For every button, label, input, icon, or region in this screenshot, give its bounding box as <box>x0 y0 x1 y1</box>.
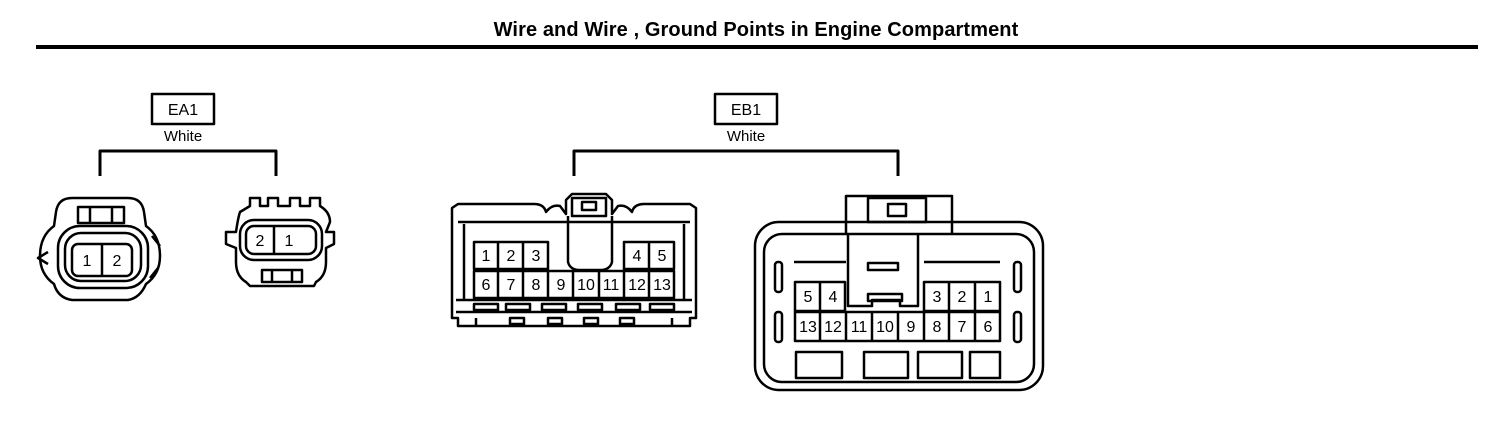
pin-label: 12 <box>628 277 646 294</box>
eb1-female-connector <box>450 192 698 328</box>
pin-label: 1 <box>285 233 294 250</box>
pin-label: 8 <box>532 277 541 294</box>
connector-code-box <box>150 92 216 126</box>
ea1-male-connector <box>224 196 336 288</box>
ea1-female-connector <box>36 196 162 302</box>
pin-label: 6 <box>482 277 491 294</box>
pin-label: 3 <box>933 289 942 306</box>
pin-label: 9 <box>907 319 916 336</box>
pin-label: 4 <box>829 289 838 306</box>
pin-label: 6 <box>984 319 993 336</box>
pin-label: 13 <box>799 319 817 336</box>
connector-code-label: EB1 <box>731 102 761 119</box>
pin-label: 13 <box>653 277 671 294</box>
pin-label: 10 <box>577 277 595 294</box>
pin-label: 7 <box>958 319 967 336</box>
pin-label: 2 <box>958 289 967 306</box>
pin-label: 1 <box>984 289 993 306</box>
pin-label: 3 <box>532 248 541 265</box>
connector-bracket <box>572 149 900 176</box>
pin-label: 4 <box>633 248 642 265</box>
pin-label: 9 <box>557 277 566 294</box>
connector-code-box <box>713 92 779 126</box>
connector-ea1: EA1 White 1 2 2 1 <box>36 92 336 302</box>
connector-eb1: EB1 White <box>450 92 1045 392</box>
pin-label: 1 <box>83 253 92 270</box>
pin-label: 2 <box>256 233 265 250</box>
connector-color-label: White <box>164 128 202 145</box>
pin-label: 8 <box>933 319 942 336</box>
pin-label: 5 <box>658 248 667 265</box>
connector-code-label: EA1 <box>168 102 198 119</box>
eb1-male-connector <box>753 194 1045 392</box>
pin-label: 11 <box>603 277 620 294</box>
pin-label: 2 <box>113 253 122 270</box>
connector-color-label: White <box>727 128 765 145</box>
pin-label: 1 <box>482 248 491 265</box>
pin-label: 7 <box>507 277 516 294</box>
pin-label: 12 <box>824 319 842 336</box>
connector-bracket <box>98 149 278 176</box>
pin-label: 10 <box>876 319 894 336</box>
pin-label: 5 <box>804 289 813 306</box>
pin-label: 11 <box>851 319 868 336</box>
page-title: Wire and Wire , Ground Points in Engine … <box>493 19 1019 41</box>
pin-label: 2 <box>507 248 516 265</box>
title-rule <box>36 45 1478 49</box>
